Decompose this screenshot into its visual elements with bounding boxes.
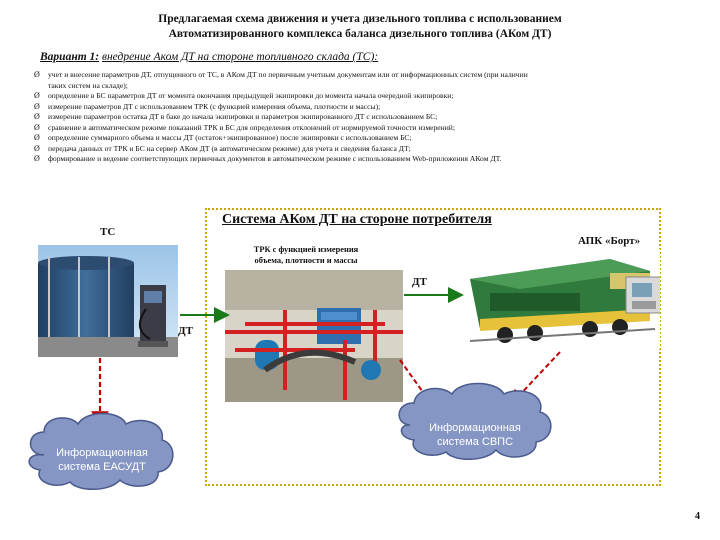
bullet-marker-icon: Ø xyxy=(34,133,40,142)
bullet-marker-icon: Ø xyxy=(34,101,40,111)
variant-heading: Вариант 1: внедрение Аком ДТ на стороне … xyxy=(40,51,378,63)
easudt-label: Информационная система ЕАСУДТ xyxy=(56,447,148,473)
consumer-system-title: Система АКом ДТ на стороне потребителя xyxy=(222,212,492,227)
title-line-1: Предлагаемая схема движения и учета дизе… xyxy=(158,13,562,25)
variant-text: внедрение Аком ДТ на стороне топливного … xyxy=(101,51,379,63)
bullet-marker-icon: Ø xyxy=(34,112,40,121)
bullet-marker-icon: Ø xyxy=(34,143,40,153)
svps-label: Информационная система СВПС xyxy=(429,422,521,448)
page-number: 4 xyxy=(695,511,700,522)
cloud-svps xyxy=(398,382,552,460)
bullet-marker-icon: Ø xyxy=(34,70,40,79)
title-line-2: Автоматизированного комплекса баланса ди… xyxy=(168,28,552,40)
cloud-easudt xyxy=(28,412,174,490)
consumer-system-frame xyxy=(205,208,661,486)
bullet-marker-icon: Ø xyxy=(34,154,40,163)
dt-right-label: ДТ xyxy=(412,276,427,288)
dt-left-label: ДТ xyxy=(178,325,193,337)
arrow-locomotive-to-svps xyxy=(509,351,561,406)
trk-photo xyxy=(225,270,403,402)
bullet-marker-icon: Ø xyxy=(34,122,40,132)
bullet-marker-icon: Ø xyxy=(34,91,40,100)
apk-label: АПК «Борт» xyxy=(578,235,641,247)
bullet-item-continuation: таких систем на складе); xyxy=(48,80,128,90)
tc-label: ТС xyxy=(100,226,116,238)
locomotive-photo xyxy=(460,249,660,349)
variant-label: Вариант 1: xyxy=(40,51,100,63)
trk-label: ТРК с функцией измерения объема, плотнос… xyxy=(253,245,359,265)
fuel-depot-photo xyxy=(38,245,178,357)
slide-title: Предлагаемая схема движения и учета дизе… xyxy=(0,12,720,42)
